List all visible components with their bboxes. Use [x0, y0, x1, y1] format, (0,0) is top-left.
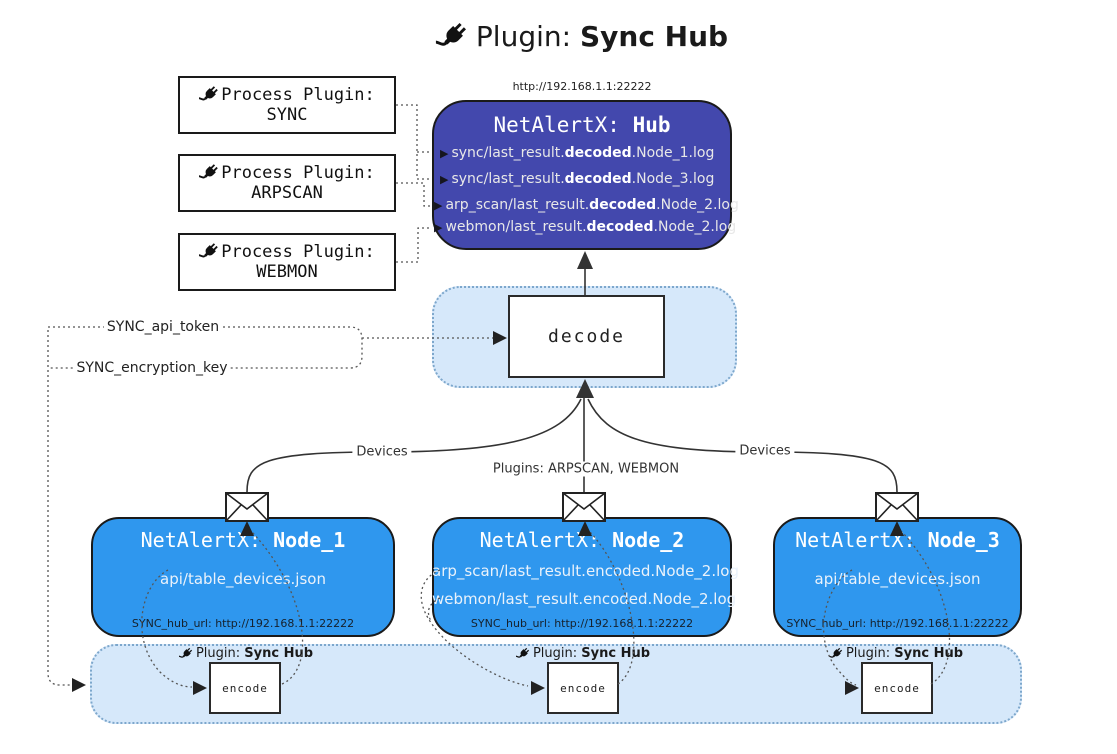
log-post: .Node_3.log — [631, 171, 715, 187]
node1-hub-url: SYNC_hub_url: http://192.168.1.1:22222 — [131, 617, 355, 630]
process-plugin-webmon: Process Plugin: WEBMON — [178, 233, 396, 291]
node2-file: arp_scan/last_result.encoded.Node_2.log — [432, 562, 739, 580]
encode-plugin-label: Plugin: Sync Hub — [178, 646, 314, 661]
node-title-prefix: NetAlertX: — [479, 528, 613, 552]
node-title-bold: Node_1 — [273, 528, 346, 552]
node2-title: NetAlertX: Node_2 — [432, 528, 732, 552]
hub-log-line: ▶ sync/last_result.decoded.Node_1.log — [434, 145, 738, 161]
page-title-text: Plugin: Sync Hub — [476, 20, 728, 53]
hub-log-line: ▶ webmon/last_result.decoded.Node_2.log — [434, 219, 736, 235]
hub-title: NetAlertX: Hub — [432, 113, 732, 137]
encode-plugin-bold: Sync Hub — [581, 646, 651, 661]
node3-hub-url: SYNC_hub_url: http://192.168.1.1:22222 — [786, 617, 1009, 630]
encode-plugin-label: Plugin: Sync Hub — [515, 646, 651, 661]
plug-icon — [199, 242, 220, 262]
envelope-icon — [875, 492, 919, 522]
encode-box: encode — [547, 662, 619, 714]
process-plugin-label: Process Plugin: — [221, 85, 375, 105]
hub-log-line: ▶ sync/last_result.decoded.Node_3.log — [434, 171, 738, 187]
node-title-bold: Node_2 — [612, 528, 685, 552]
node-title-prefix: NetAlertX: — [140, 528, 274, 552]
page-title-bold: Sync Hub — [579, 20, 729, 53]
log-post: .Node_2.log — [656, 197, 739, 213]
node3-title: NetAlertX: Node_3 — [773, 528, 1022, 552]
sync-api-token-label: SYNC_api_token — [103, 319, 223, 335]
decode-label: decode — [547, 326, 626, 347]
node-title-prefix: NetAlertX: — [795, 528, 928, 552]
edge-label-devices-left: Devices — [352, 444, 412, 460]
plug-icon — [435, 20, 468, 53]
page-title-prefix: Plugin: — [475, 20, 580, 53]
page-title: Plugin: Sync Hub — [435, 20, 728, 53]
encode-box: encode — [209, 662, 281, 714]
log-pre: arp_scan/last_result. — [445, 197, 590, 213]
encode-plugin-bold: Sync Hub — [244, 646, 314, 661]
envelope-icon — [562, 492, 606, 522]
log-post: .Node_1.log — [631, 145, 715, 161]
encode-box: encode — [861, 662, 933, 714]
triangle-arrow-icon: ▶ — [440, 172, 449, 186]
encode-plugin-prefix: Plugin: — [195, 646, 245, 661]
plug-icon — [199, 163, 220, 183]
encode-label: encode — [222, 681, 268, 695]
log-pre: sync/last_result. — [451, 145, 565, 161]
log-post: .Node_2.log — [653, 219, 737, 235]
log-bold: decoded — [589, 197, 657, 213]
log-bold: decoded — [564, 171, 632, 187]
envelope-icon — [225, 492, 269, 522]
log-bold: decoded — [586, 219, 654, 235]
sync-encryption-key-label: SYNC_encryption_key — [73, 360, 231, 376]
process-plugin-name: ARPSCAN — [251, 183, 323, 203]
node1-file: api/table_devices.json — [160, 570, 326, 588]
process-plugin-name: SYNC — [266, 105, 308, 125]
process-plugin-name: WEBMON — [256, 262, 318, 282]
node3-file: api/table_devices.json — [814, 570, 981, 588]
hub-title-bold: Hub — [632, 113, 671, 137]
process-plugin-label: Process Plugin: — [221, 163, 375, 183]
encode-plugin-bold: Sync Hub — [894, 646, 964, 661]
log-bold: decoded — [564, 145, 632, 161]
edge-label-plugins: Plugins: ARPSCAN, WEBMON — [488, 461, 684, 477]
plug-icon — [515, 646, 530, 661]
triangle-arrow-icon: ▶ — [434, 198, 443, 212]
node1-title: NetAlertX: Node_1 — [91, 528, 395, 552]
hub-log-line: ▶ arp_scan/last_result.decoded.Node_2.lo… — [434, 197, 739, 213]
triangle-arrow-icon: ▶ — [440, 146, 449, 160]
edge-label-devices-right: Devices — [735, 443, 795, 459]
log-pre: webmon/last_result. — [445, 219, 587, 235]
plug-icon — [178, 646, 193, 661]
node2-hub-url: SYNC_hub_url: http://192.168.1.1:22222 — [470, 617, 694, 630]
hub-box — [432, 100, 732, 250]
hub-url: http://192.168.1.1:22222 — [512, 80, 652, 93]
encode-label: encode — [874, 681, 920, 695]
plug-icon — [828, 646, 843, 661]
node2-file: webmon/last_result.encoded.Node_2.log — [432, 590, 737, 608]
encode-plugin-label: Plugin: Sync Hub — [828, 646, 964, 661]
node-title-bold: Node_3 — [927, 528, 1000, 552]
process-plugin-arpscan: Process Plugin: ARPSCAN — [178, 154, 396, 212]
process-plugin-sync: Process Plugin: SYNC — [178, 76, 396, 134]
log-pre: sync/last_result. — [451, 171, 565, 187]
encode-plugin-prefix: Plugin: — [532, 646, 582, 661]
encode-plugin-prefix: Plugin: — [845, 646, 895, 661]
node3-box — [773, 517, 1022, 637]
plug-icon — [199, 85, 220, 105]
encode-label: encode — [560, 681, 606, 695]
decode-box: decode — [508, 295, 665, 378]
hub-title-prefix: NetAlertX: — [493, 113, 633, 137]
triangle-arrow-icon: ▶ — [434, 220, 443, 234]
process-plugin-label: Process Plugin: — [221, 242, 375, 262]
